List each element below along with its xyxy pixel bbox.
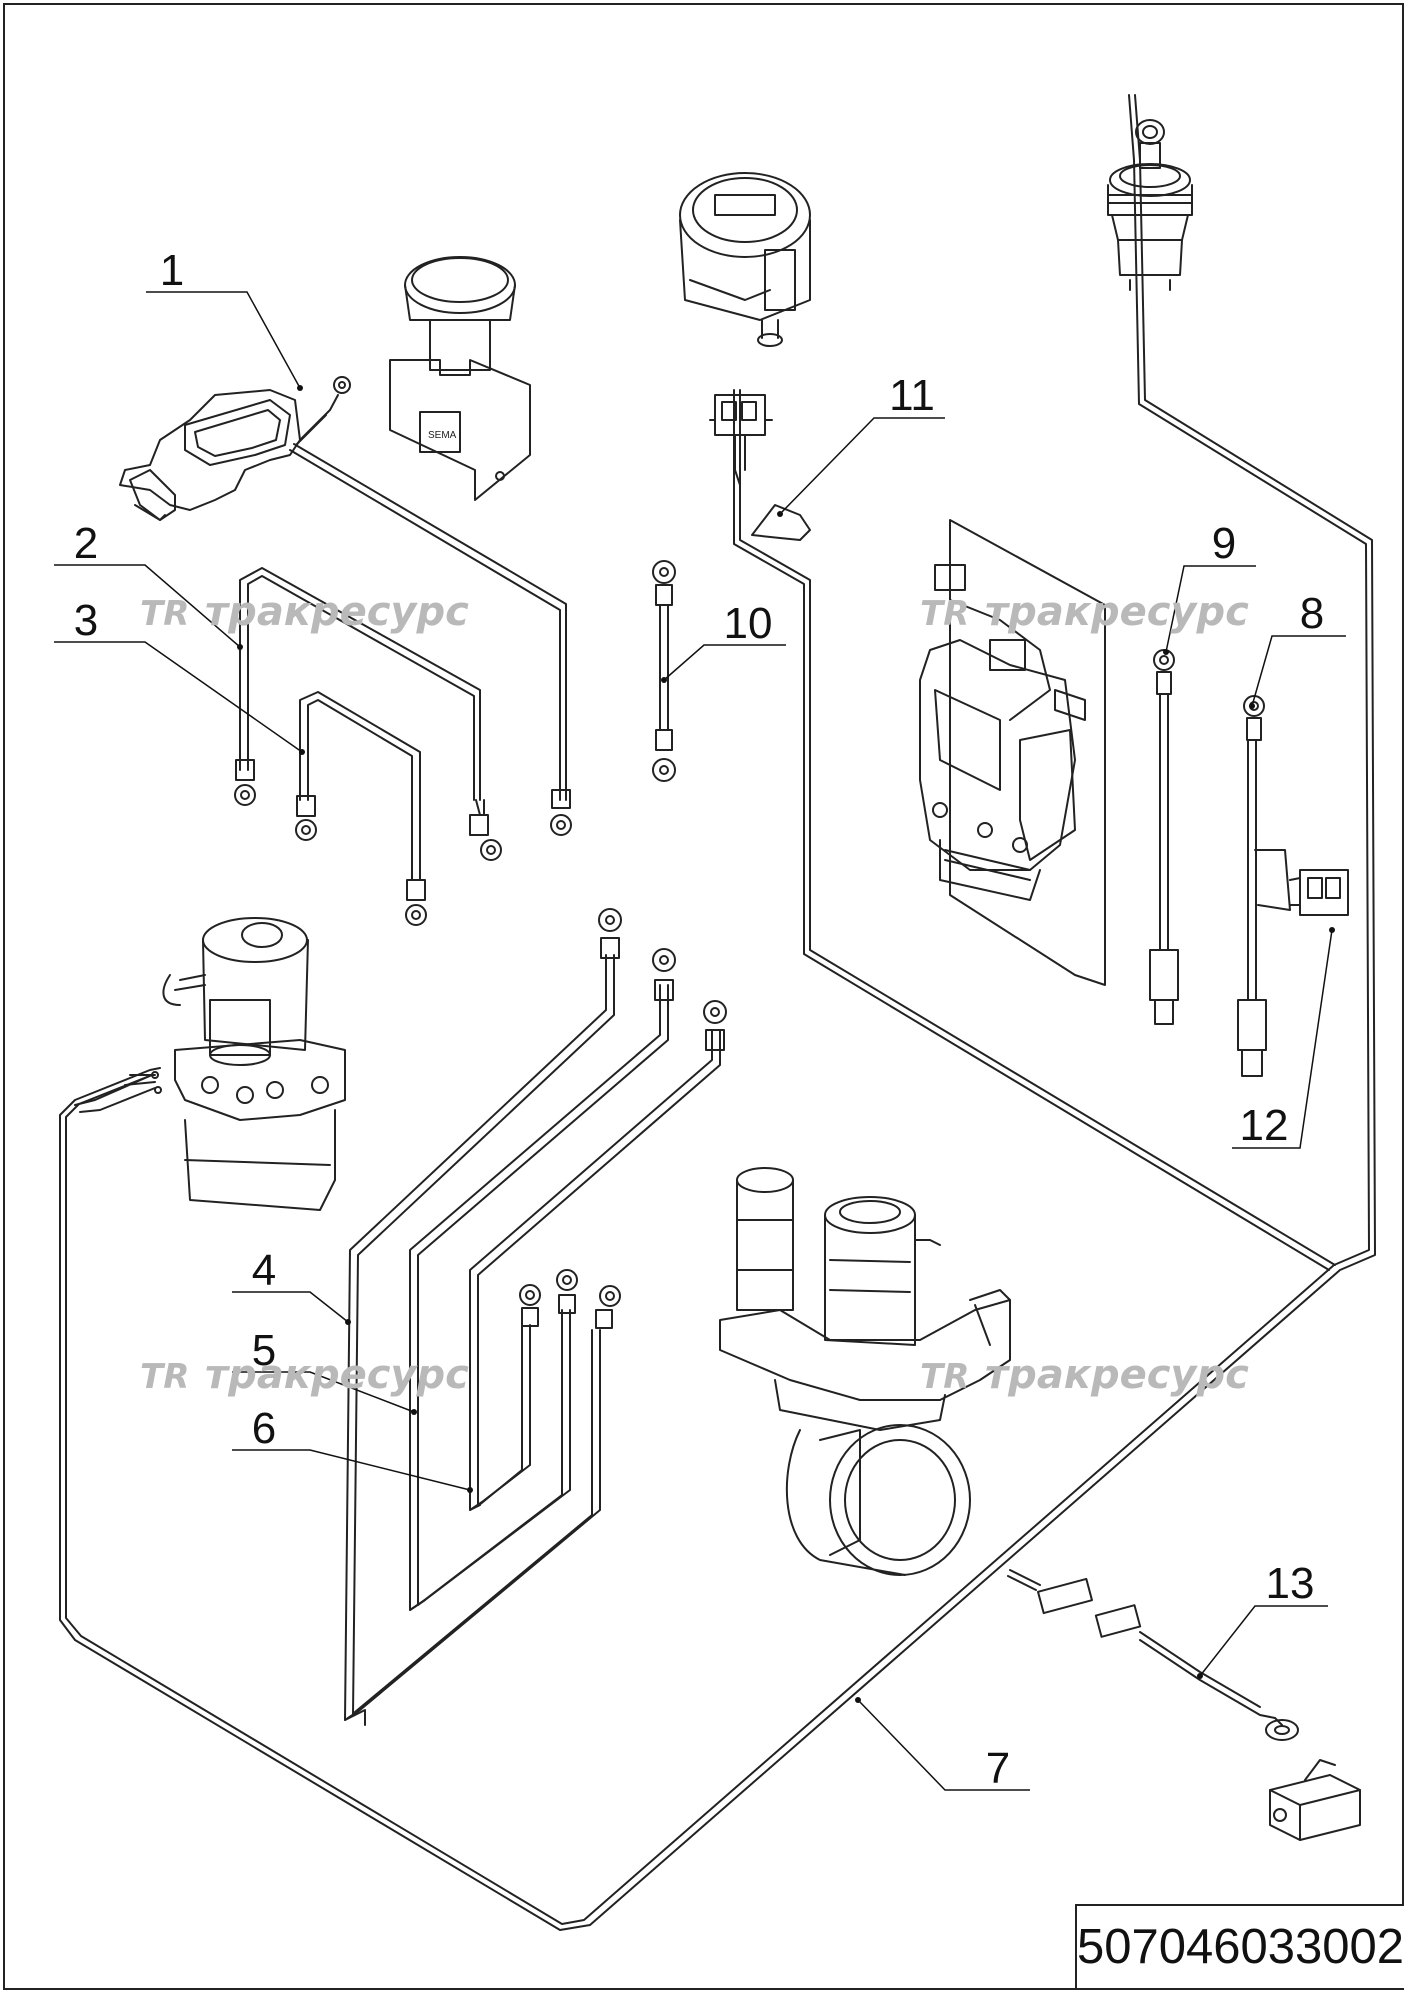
drive-unit	[719, 1167, 1011, 1576]
sheet-frame	[3, 3, 1404, 1990]
connector-part-13	[1037, 1577, 1299, 1741]
callout-13: 13	[1266, 1559, 1315, 1608]
callout-6: 6	[252, 1404, 276, 1453]
emergency-stop-switch: SEMA	[389, 256, 531, 501]
callout-labels: 1 2 3 4 5 6 7 8 9 10 11 12 13	[74, 246, 1324, 1793]
connector-part-12	[1254, 849, 1349, 916]
hour-meter	[679, 172, 811, 486]
cable-clip-part-11	[751, 504, 811, 541]
watermark-logo: TR	[140, 1357, 189, 1397]
cable-part-10	[652, 560, 676, 782]
key-switch	[1107, 119, 1193, 291]
callout-12: 12	[1240, 1101, 1289, 1150]
motor-controller	[919, 519, 1106, 986]
watermark-text: тракресурс	[205, 1352, 469, 1398]
watermark-bottom-right: TR тракресурс	[920, 1352, 1249, 1398]
watermark-text: тракресурс	[985, 1352, 1249, 1398]
cable-part-5	[409, 948, 676, 1611]
cable-part-4	[344, 908, 622, 1726]
watermarks: TR тракресурс TR тракресурс TR тракресур…	[140, 589, 1249, 1398]
callout-2: 2	[74, 519, 98, 568]
watermark-text: тракресурс	[985, 589, 1249, 635]
watermark-bottom-left: TR тракресурс	[140, 1352, 469, 1398]
callout-10: 10	[724, 599, 773, 648]
callout-5: 5	[252, 1326, 276, 1375]
cable-part-6	[469, 1000, 727, 1511]
hydraulic-pump-unit	[74, 917, 346, 1211]
watermark-logo: TR	[140, 594, 189, 634]
callout-7: 7	[986, 1744, 1010, 1793]
cable-part-3	[295, 691, 427, 926]
callout-11: 11	[889, 371, 935, 420]
callout-8: 8	[1300, 589, 1324, 638]
watermark-logo: TR	[920, 1357, 969, 1397]
callout-4: 4	[252, 1246, 276, 1295]
callout-9: 9	[1212, 519, 1236, 568]
cable-part-2	[234, 567, 502, 861]
battery-connector-part-1	[119, 376, 572, 836]
watermark-text: тракресурс	[205, 589, 469, 635]
cable-part-8	[1237, 695, 1267, 1077]
watermark-logo: TR	[920, 594, 969, 634]
micro-switch	[1269, 1759, 1361, 1841]
callout-1: 1	[160, 246, 184, 295]
watermark-top-right: TR тракресурс	[920, 589, 1249, 635]
harness-7	[59, 94, 1376, 1931]
cable-part-9	[1149, 649, 1179, 1025]
watermark-top-left: TR тракресурс	[140, 589, 469, 635]
document-number: 507046033002	[1075, 1904, 1404, 1988]
callout-3: 3	[74, 596, 98, 645]
cable-ends-lower	[519, 1269, 621, 1329]
svg-text:SEMA: SEMA	[428, 430, 457, 441]
